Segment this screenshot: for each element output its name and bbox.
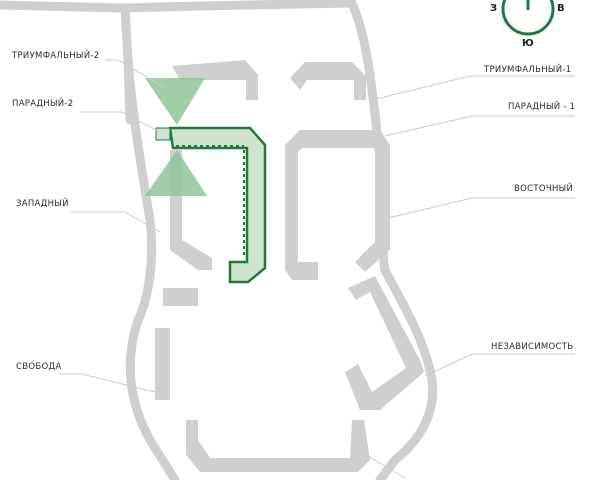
top-road (0, 0, 357, 13)
label-paradny-2: ПАРАДНЫЙ-2 (12, 97, 74, 109)
view-cone-top (145, 78, 205, 125)
compass-south: Ю (522, 38, 534, 49)
compass-west: З (490, 3, 497, 14)
leader-vostochny (387, 197, 575, 219)
leader-bottom (367, 455, 406, 479)
building-west-small (163, 288, 198, 306)
building-ne (290, 62, 366, 100)
leader-zapadny (70, 211, 161, 233)
leader-svoboda (60, 373, 156, 393)
label-svoboda: СВОБОДА (16, 362, 62, 372)
compass: З В Ю (490, 0, 565, 49)
building-nw (172, 60, 258, 100)
leader-paradny-2 (80, 111, 161, 133)
highlight-dashes (176, 145, 245, 258)
building-center (285, 130, 390, 280)
leader-triumfalny-2 (105, 59, 166, 89)
label-triumfalny-2: ТРИУМФАЛЬНЫЙ-2 (11, 49, 99, 61)
view-cone-bottom (145, 150, 207, 196)
ring-road (347, 0, 438, 480)
label-vostochny: ВОСТОЧНЫЙ (514, 182, 573, 194)
leader-paradny-1 (384, 115, 575, 137)
compass-ring-icon (501, 0, 555, 36)
building-svoboda (155, 328, 170, 400)
highlighted-building[interactable] (168, 126, 267, 284)
entrance-marker (155, 127, 171, 141)
label-paradny-1: ПАРАДНЫЙ - 1 (508, 100, 576, 112)
building-south (186, 420, 370, 472)
leader-triumfalny-1 (371, 75, 575, 101)
ring-road-west (123, 55, 180, 480)
building-east (345, 276, 424, 410)
compass-east: В (557, 3, 565, 14)
label-triumfalny-1: ТРИУМФАЛЬНЫЙ-1 (483, 63, 571, 75)
leader-nezavisimost (424, 353, 575, 377)
label-zapadny: ЗАПАДНЫЙ (16, 197, 69, 209)
label-nezavisimost: НЕЗАВИСИМОСТЬ (491, 342, 573, 352)
